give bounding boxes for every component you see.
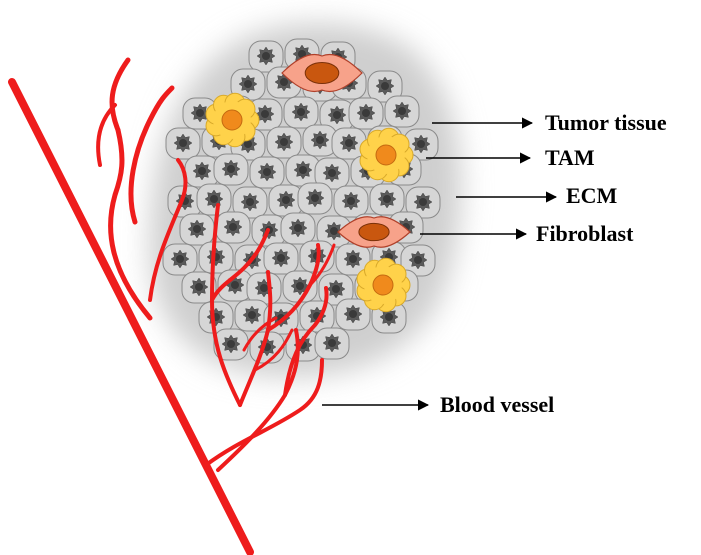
tumor-cell (247, 273, 281, 304)
tam-cell (357, 258, 410, 311)
tumor-cell (163, 244, 197, 275)
tumor-cell (385, 96, 419, 127)
tumor-cell (349, 98, 383, 129)
tumor-cell (267, 127, 301, 158)
tam-cell (206, 93, 259, 146)
tam-cell (360, 128, 413, 181)
label-fibroblast: Fibroblast (536, 221, 634, 246)
tumor-cell (298, 183, 332, 214)
tumor-cell (250, 157, 284, 188)
tumor-cell (197, 184, 231, 215)
tumor-cell (281, 213, 315, 244)
tumor-cell (334, 186, 368, 217)
vessel-branch (112, 60, 128, 130)
tumor-cell (216, 212, 250, 243)
tumor-cell (264, 243, 298, 274)
tumor-cell (180, 214, 214, 245)
tumor-cell (370, 184, 404, 215)
tumor-cell (315, 328, 349, 359)
label-tumor-tissue: Tumor tissue (545, 110, 667, 135)
tumor-cell (166, 128, 200, 159)
tumor-cell (214, 154, 248, 185)
labels: Tumor tissue TAM ECM Fibroblast Blood ve… (440, 110, 667, 417)
label-blood-vessel: Blood vessel (440, 392, 554, 417)
label-tam: TAM (545, 145, 595, 170)
tumor-cell (300, 301, 334, 332)
tumor-cell (284, 97, 318, 128)
label-ecm: ECM (566, 183, 618, 208)
tumor-cell (199, 242, 233, 273)
tumor-cell (199, 302, 233, 333)
